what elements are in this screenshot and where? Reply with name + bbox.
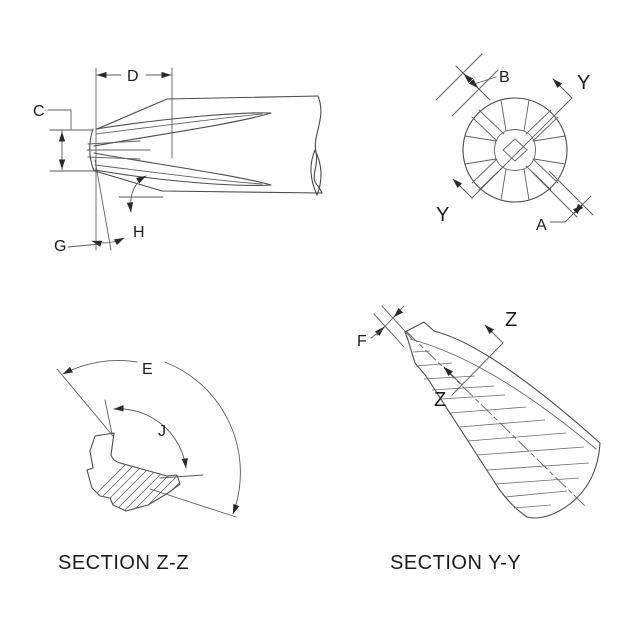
- break-line: [313, 95, 323, 194]
- dim-label-h: H: [133, 224, 145, 241]
- cutting-plane-y: Y Y: [436, 72, 590, 226]
- dim-label-f: F: [357, 333, 367, 350]
- section-zz-view: E J SECTION Z-Z: [56, 360, 241, 574]
- section-yy-view: Z Z F SECTION Y-Y: [357, 305, 601, 574]
- end-view: Y Y B A: [435, 53, 594, 234]
- dim-label-a: A: [536, 217, 547, 234]
- section-marker-y-bottom: Y: [436, 204, 449, 226]
- cutting-plane-z: Z Z: [434, 309, 517, 411]
- upper-wing: [93, 112, 272, 147]
- dim-label-j: J: [158, 423, 166, 440]
- section-marker-z-top: Z: [505, 309, 517, 331]
- phillips-recess: [464, 99, 566, 201]
- section-marker-z-middle: Z: [434, 389, 446, 411]
- dimension-j: J: [104, 399, 204, 479]
- dimension-f: F: [357, 305, 413, 350]
- section-yy-outline: [404, 321, 601, 519]
- side-view-extension-lines: [94, 67, 173, 251]
- dimension-a: A: [531, 170, 594, 234]
- section-yy-caption: SECTION Y-Y: [390, 552, 521, 574]
- side-view: D C G H: [33, 67, 323, 255]
- center-axis-line: [406, 331, 586, 507]
- break-lens: [310, 149, 322, 196]
- dim-label-d: D: [127, 68, 139, 85]
- dim-label-c: C: [33, 103, 45, 120]
- bit-end-circle: [462, 97, 568, 203]
- section-marker-y-top: Y: [577, 72, 590, 94]
- dim-label-e: E: [142, 361, 153, 378]
- section-zz-profile: [86, 432, 181, 512]
- dimension-e: E: [56, 360, 241, 518]
- bit-side-outline: [86, 95, 323, 196]
- dim-label-g: G: [54, 238, 66, 255]
- section-zz-caption: SECTION Z-Z: [58, 552, 189, 574]
- dimension-b: B: [435, 53, 510, 117]
- section-zz-hatching: [87, 433, 180, 511]
- section-yy-hatching: [412, 350, 590, 509]
- dimension-c: C: [33, 103, 94, 172]
- dimension-d: D: [96, 68, 172, 85]
- lower-wing: [93, 152, 272, 186]
- dimension-g: G: [54, 237, 125, 255]
- dimension-h: H: [118, 175, 164, 241]
- dim-label-b: B: [499, 69, 510, 86]
